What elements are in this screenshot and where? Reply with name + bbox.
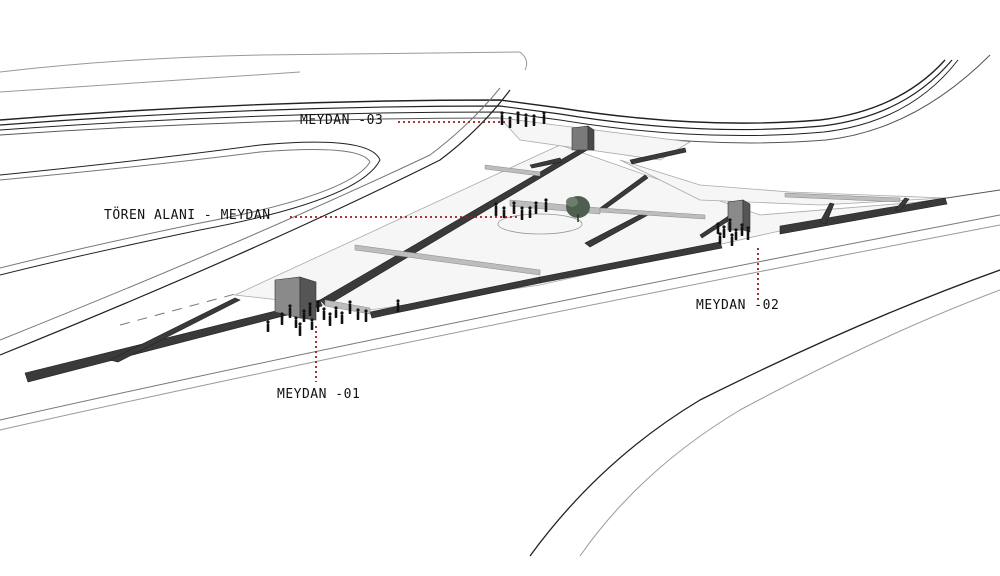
walls xyxy=(24,142,948,383)
person-figure xyxy=(356,308,360,320)
person-figure xyxy=(364,309,368,322)
monument-blocks xyxy=(274,125,751,321)
person-figure xyxy=(316,300,320,312)
person-figure xyxy=(532,114,536,126)
person-figure xyxy=(740,223,744,236)
person-figure xyxy=(266,320,270,332)
person-figure xyxy=(294,316,298,328)
person-figure xyxy=(718,232,722,244)
label-meydan-02: MEYDAN -02 xyxy=(696,298,780,313)
ceremony-circle xyxy=(497,213,583,235)
leader-lines xyxy=(290,121,759,382)
person-figure xyxy=(308,302,312,316)
label-meydan-03: MEYDAN -03 xyxy=(300,113,384,128)
people-figures xyxy=(266,111,750,336)
person-figure xyxy=(340,311,344,324)
person-figure xyxy=(722,225,726,238)
person-figure xyxy=(334,306,338,318)
person-figure xyxy=(730,233,734,246)
interior-light-walls xyxy=(324,164,901,315)
person-figure xyxy=(500,111,504,125)
person-figure xyxy=(516,111,520,124)
label-toren-alani: TÖREN ALANI - MEYDAN xyxy=(104,208,271,223)
person-figure xyxy=(512,201,516,214)
terrain-lines xyxy=(0,51,1000,557)
person-figure xyxy=(302,309,306,322)
person-figure xyxy=(494,202,498,216)
person-figure xyxy=(280,312,284,325)
person-figure xyxy=(716,222,720,234)
person-figure xyxy=(520,206,524,220)
person-figure xyxy=(534,201,538,214)
person-figure xyxy=(508,116,512,128)
person-figure xyxy=(348,300,352,314)
person-figure xyxy=(728,218,732,232)
person-figure xyxy=(328,312,332,326)
person-figure xyxy=(396,299,400,312)
person-figure xyxy=(524,113,528,127)
person-figure xyxy=(528,206,532,218)
person-figure xyxy=(734,228,738,240)
person-figure xyxy=(542,111,546,124)
label-meydan-01: MEYDAN -01 xyxy=(277,387,361,402)
person-figure xyxy=(322,307,326,320)
person-figure xyxy=(746,226,750,240)
person-figure xyxy=(502,206,506,218)
person-figure xyxy=(288,304,292,318)
person-figure xyxy=(298,322,302,336)
person-figure xyxy=(310,318,314,330)
person-figure xyxy=(544,198,548,212)
tree-icon xyxy=(566,196,590,222)
